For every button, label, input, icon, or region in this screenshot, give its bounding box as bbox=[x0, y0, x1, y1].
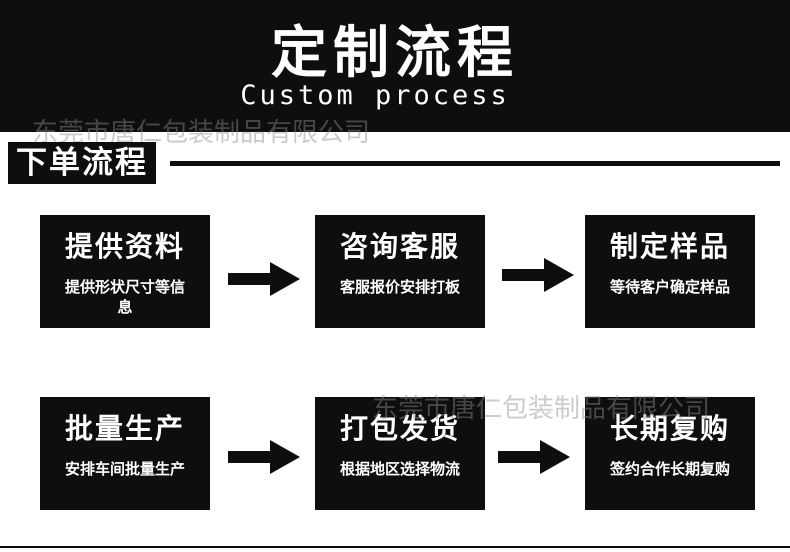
right-arrow-icon bbox=[228, 440, 300, 474]
step-description: 根据地区选择物流 bbox=[339, 460, 460, 478]
step-title: 批量生产 bbox=[64, 412, 185, 445]
page-title: 定制流程 bbox=[271, 21, 519, 86]
section-label: 下单流程 bbox=[8, 142, 156, 184]
step-title: 咨询客服 bbox=[339, 230, 460, 263]
step-card-5: 打包发货 根据地区选择物流 bbox=[315, 397, 485, 510]
step-title: 制定样品 bbox=[609, 230, 730, 263]
step-description: 提供形状尺寸等信息 bbox=[64, 278, 185, 316]
step-description: 签约合作长期复购 bbox=[609, 460, 730, 478]
right-arrow-icon bbox=[502, 258, 574, 292]
step-card-1: 提供资料 提供形状尺寸等信息 bbox=[40, 215, 210, 328]
step-description: 安排车间批量生产 bbox=[64, 460, 185, 478]
step-description: 等待客户确定样品 bbox=[609, 278, 730, 296]
page-subtitle: Custom process bbox=[240, 80, 510, 111]
step-title: 长期复购 bbox=[609, 412, 730, 445]
right-arrow-icon bbox=[228, 262, 300, 296]
header-banner: 定制流程 Custom process bbox=[0, 0, 790, 130]
step-card-4: 批量生产 安排车间批量生产 bbox=[40, 397, 210, 510]
section-divider bbox=[170, 161, 780, 166]
step-title: 打包发货 bbox=[339, 412, 460, 445]
right-arrow-icon bbox=[498, 440, 570, 474]
step-card-3: 制定样品 等待客户确定样品 bbox=[585, 215, 755, 328]
step-card-6: 长期复购 签约合作长期复购 bbox=[585, 397, 755, 510]
header-band bbox=[0, 124, 790, 132]
watermark-middle: 东莞市唐仁包装制品有限公司 bbox=[372, 394, 711, 424]
step-card-2: 咨询客服 客服报价安排打板 bbox=[315, 215, 485, 328]
bottom-divider bbox=[0, 546, 790, 548]
step-title: 提供资料 bbox=[64, 230, 185, 263]
step-description: 客服报价安排打板 bbox=[339, 278, 460, 296]
